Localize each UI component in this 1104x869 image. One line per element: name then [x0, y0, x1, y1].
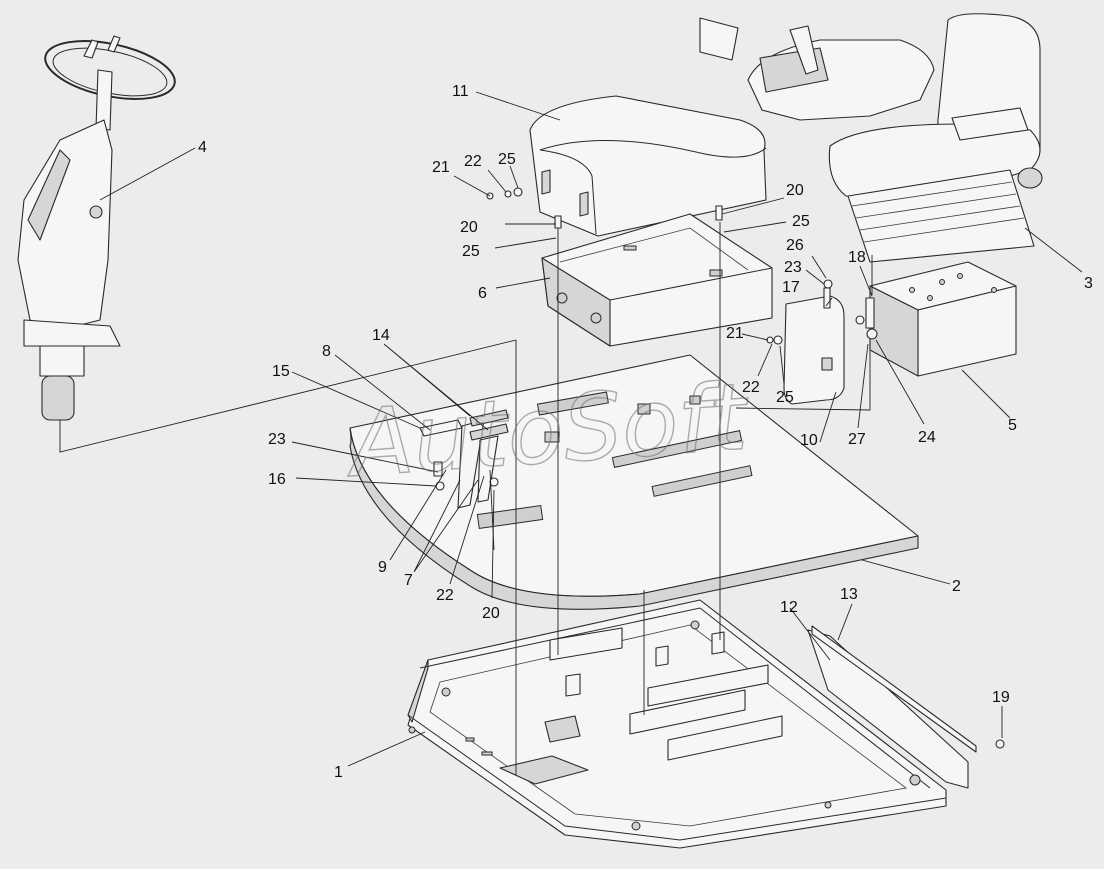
callout-7: 7 [404, 572, 413, 589]
seat-cushion [529, 95, 767, 237]
callout-25-b: 25 [462, 243, 480, 260]
callout-17: 17 [782, 279, 800, 296]
callout-25-c: 25 [792, 213, 810, 230]
callout-leaders [99, 91, 1083, 767]
steering-column [17, 35, 176, 421]
callout-22-a: 22 [464, 153, 482, 170]
callout-9: 9 [378, 559, 387, 576]
callout-2: 2 [952, 578, 961, 595]
callout-11: 11 [452, 83, 469, 100]
callout-23-b: 23 [784, 259, 802, 276]
callout-16: 16 [268, 471, 286, 488]
callout-22-b: 22 [742, 379, 760, 396]
callout-6: 6 [478, 285, 487, 302]
callout-19: 19 [992, 689, 1010, 706]
callout-labels: 1 2 3 4 5 6 7 8 9 10 11 12 13 14 15 16 1… [198, 83, 1093, 781]
seat-console-box [869, 261, 1017, 377]
callout-18: 18 [848, 249, 866, 266]
callout-27: 27 [848, 431, 866, 448]
callout-23-a: 23 [268, 431, 286, 448]
callout-21-a: 21 [432, 159, 450, 176]
callout-4: 4 [198, 139, 207, 156]
callout-25-d: 25 [776, 389, 794, 406]
callout-15: 15 [272, 363, 290, 380]
callout-5: 5 [1008, 417, 1017, 434]
callout-24: 24 [918, 429, 936, 446]
callout-12: 12 [780, 599, 798, 616]
callout-20-c: 20 [482, 605, 500, 622]
side-cover [783, 295, 845, 405]
callout-10: 10 [800, 432, 818, 449]
cushion-tray [541, 213, 773, 347]
callout-25-a: 25 [498, 151, 516, 168]
operator-seat [699, 13, 1043, 263]
callout-20-b: 20 [786, 182, 804, 199]
callout-3: 3 [1084, 275, 1093, 292]
assembly-guide-lines [59, 222, 873, 775]
callout-26: 26 [786, 237, 804, 254]
callout-14: 14 [372, 327, 390, 344]
callout-1: 1 [334, 764, 343, 781]
hardware [486, 187, 1005, 789]
base-frame [407, 599, 947, 849]
callout-22-c: 22 [436, 587, 454, 604]
callout-20-a: 20 [460, 219, 478, 236]
callout-8: 8 [322, 343, 331, 360]
callout-13: 13 [840, 586, 858, 603]
callout-21-b: 21 [726, 325, 744, 342]
